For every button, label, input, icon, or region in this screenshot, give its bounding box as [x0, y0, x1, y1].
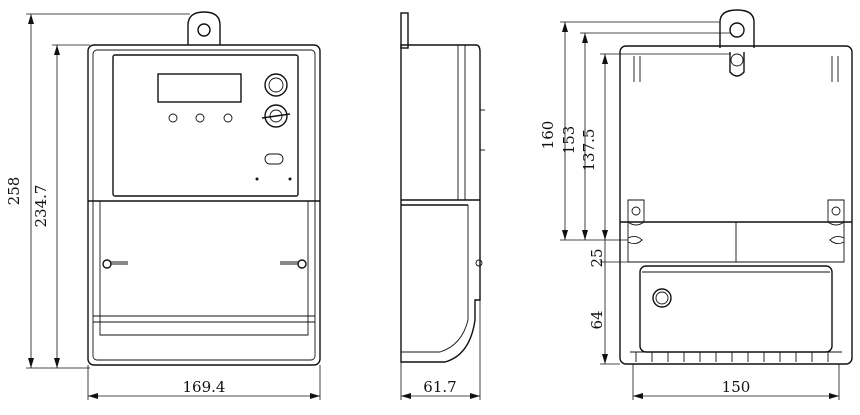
button-1: [168, 113, 178, 123]
dim-rear-153: 153: [560, 126, 578, 155]
button-3: [223, 113, 233, 123]
side-dimensions: [400, 300, 481, 400]
dim-rear-64: 64: [588, 310, 606, 329]
dim-rear-160: 160: [539, 121, 557, 150]
side-view: [400, 12, 485, 363]
front-hanging-hook: [187, 11, 221, 45]
bottom-ridges: [630, 351, 842, 362]
dim-front-width: 169.4: [183, 378, 226, 396]
rear-hanging-hook: [719, 9, 755, 48]
knob-upper: [264, 73, 288, 97]
rear-seal-knob: [652, 288, 672, 308]
side-body-outline: [400, 44, 481, 363]
led-1: [255, 177, 259, 181]
mount-slot-right: [827, 199, 845, 226]
optical-port: [264, 153, 284, 165]
front-dimensions: [26, 13, 321, 400]
front-body-outline: [87, 44, 321, 366]
button-2: [195, 113, 205, 123]
dim-rear-137-5: 137.5: [580, 129, 598, 172]
front-body-inner: [92, 49, 316, 361]
seal-screw-right: [297, 259, 307, 269]
lcd-display: [157, 73, 242, 103]
led-2: [288, 177, 292, 181]
side-hanging-hook: [400, 12, 409, 49]
knob-lower: [264, 104, 288, 128]
dim-rear-25: 25: [588, 248, 606, 267]
dim-height-body: 234.7: [32, 185, 50, 228]
dim-side-depth: 61.7: [423, 378, 456, 396]
mount-slot-left: [627, 199, 645, 226]
front-display-window: [112, 54, 299, 197]
seal-screw-left: [102, 259, 112, 269]
rear-body-outline: [619, 45, 853, 365]
dim-height-total: 258: [5, 177, 23, 206]
hook-hole: [197, 23, 211, 37]
side-seal: [475, 259, 483, 267]
rear-dimensions: [560, 21, 840, 400]
terminal-cover: [99, 201, 309, 336]
front-view: [87, 11, 321, 366]
rear-terminal-cover: [639, 265, 833, 353]
dim-rear-width: 150: [722, 378, 751, 396]
rear-view: [619, 9, 853, 365]
keyhole-slot: [729, 52, 745, 77]
